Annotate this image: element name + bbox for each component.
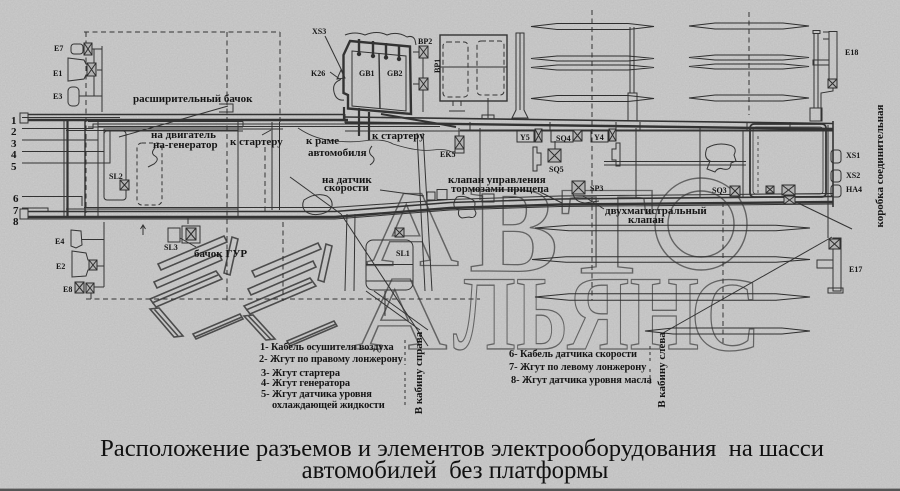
svg-text:Н: Н <box>630 256 699 373</box>
svg-text:SL3: SL3 <box>164 243 178 252</box>
svg-text:3: 3 <box>11 138 17 150</box>
svg-text:Я: Я <box>567 254 629 372</box>
svg-text:SQ5: SQ5 <box>549 165 564 174</box>
svg-text:двухмагистральный: двухмагистральный <box>605 205 707 217</box>
svg-text:А: А <box>355 255 448 372</box>
svg-text:XS2: XS2 <box>846 171 860 180</box>
svg-text:E3: E3 <box>53 92 62 101</box>
svg-text:E8: E8 <box>63 285 72 294</box>
svg-text:GB1: GB1 <box>359 69 375 78</box>
svg-text:5- Жгут датчика уровня: 5- Жгут датчика уровня <box>261 389 372 400</box>
svg-text:Y4: Y4 <box>594 133 604 142</box>
svg-text:6: 6 <box>13 193 19 205</box>
svg-text:SQ3: SQ3 <box>712 186 727 195</box>
svg-text:HA4: HA4 <box>846 185 862 194</box>
svg-text:Ь: Ь <box>516 256 568 373</box>
svg-text:Л: Л <box>453 255 515 373</box>
svg-text:к стартеру: к стартеру <box>230 136 283 148</box>
svg-text:автомобилей без платформы: автомобилей без платформы <box>302 457 609 484</box>
svg-text:4- Жгут генератора: 4- Жгут генератора <box>261 378 351 389</box>
svg-text:SL1: SL1 <box>396 249 410 258</box>
svg-text:А: А <box>366 169 459 290</box>
svg-text:тормозами прицепа: тормозами прицепа <box>451 183 549 195</box>
svg-text:SQ4: SQ4 <box>556 134 571 143</box>
svg-text:автомобиля: автомобиля <box>308 147 367 159</box>
svg-text:1: 1 <box>11 115 17 127</box>
svg-text:BP1: BP1 <box>433 59 442 73</box>
svg-text:3- Жгут стартера: 3- Жгут стартера <box>261 368 341 379</box>
svg-text:на двигатель: на двигатель <box>151 129 216 141</box>
svg-text:E17: E17 <box>849 265 862 274</box>
svg-text:4: 4 <box>11 149 17 161</box>
svg-text:1- Кабель осушителя воздуха: 1- Кабель осушителя воздуха <box>260 342 394 353</box>
svg-text:клапан: клапан <box>628 214 665 226</box>
svg-text:EK5: EK5 <box>440 150 456 159</box>
svg-text:XS1: XS1 <box>846 151 860 160</box>
svg-text:С: С <box>690 257 761 374</box>
svg-text:бачок ГУР: бачок ГУР <box>194 248 247 260</box>
svg-text:BP2: BP2 <box>418 37 432 46</box>
svg-text:GB2: GB2 <box>387 69 403 78</box>
svg-text:клапан управления: клапан управления <box>448 174 546 186</box>
svg-text:Расположение разъемов и элемен: Расположение разъемов и элементов электр… <box>100 435 824 462</box>
svg-text:В кабину слева: В кабину слева <box>656 332 668 408</box>
svg-text:2- Жгут по правому лонжерону: 2- Жгут по правому лонжерону <box>259 354 404 365</box>
svg-text:к стартеру: к стартеру <box>372 130 425 142</box>
svg-text:8- Жгут датчика уровня масла: 8- Жгут датчика уровня масла <box>511 375 653 386</box>
svg-text:7- Жгут по левому лонжерону: 7- Жгут по левому лонжерону <box>509 362 647 373</box>
svg-text:E18: E18 <box>845 48 858 57</box>
svg-text:В кабину справа: В кабину справа <box>413 331 425 414</box>
svg-text:Y5: Y5 <box>520 133 530 142</box>
svg-text:E1: E1 <box>53 69 62 78</box>
svg-text:на-генератор: на-генератор <box>153 139 218 151</box>
svg-text:XS3: XS3 <box>312 27 326 36</box>
svg-text:SP3: SP3 <box>590 184 603 193</box>
svg-text:скорости: скорости <box>324 182 369 194</box>
svg-text:E4: E4 <box>55 237 64 246</box>
svg-text:8: 8 <box>13 216 19 228</box>
svg-text:на датчик: на датчик <box>322 174 372 186</box>
svg-text:6- Кабель датчика скорости: 6- Кабель датчика скорости <box>509 349 637 360</box>
svg-text:5: 5 <box>11 161 17 173</box>
svg-text:K26: K26 <box>311 69 325 78</box>
svg-text:7: 7 <box>13 205 19 217</box>
svg-text:коробка соединительная: коробка соединительная <box>874 104 886 227</box>
svg-text:E7: E7 <box>54 44 63 53</box>
svg-text:охлаждающей жидкости: охлаждающей жидкости <box>272 400 385 411</box>
svg-text:расширительный бачок: расширительный бачок <box>133 93 253 105</box>
svg-text:2: 2 <box>11 126 17 138</box>
svg-text:к раме: к раме <box>306 135 339 147</box>
svg-text:E2: E2 <box>56 262 65 271</box>
svg-text:SL2: SL2 <box>109 172 123 181</box>
